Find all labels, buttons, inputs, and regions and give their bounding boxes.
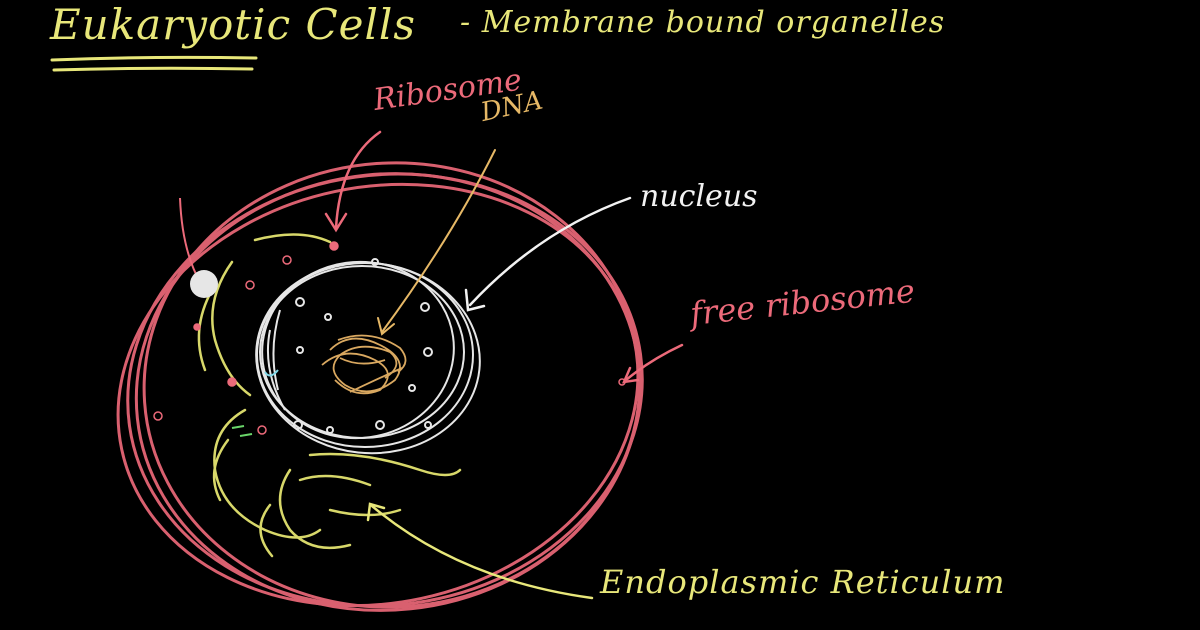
title-main: Eukaryotic Cells <box>50 0 416 49</box>
title-subtitle: - Membrane bound organelles <box>460 8 945 38</box>
title-dash: - <box>460 5 472 40</box>
ribosome-arrow <box>324 130 382 233</box>
er-arrow <box>366 502 594 600</box>
er-detail-marks <box>231 369 279 437</box>
dna-scribble <box>321 334 407 395</box>
label-nucleus: nucleus <box>640 179 758 214</box>
free-ribosome-arrow <box>621 343 684 384</box>
title-subtitle-text: Membrane bound organelles <box>481 5 946 40</box>
label-endoplasmic-reticulum: Endoplasmic Reticulum <box>600 563 1006 601</box>
cell-membrane <box>116 161 644 612</box>
cursor-dot <box>190 270 218 298</box>
bound-ribosomes <box>153 241 626 435</box>
dna-arrow <box>377 149 496 336</box>
title-underline <box>50 55 258 72</box>
nuclear-pores <box>293 258 433 434</box>
nucleus-arrow <box>464 196 632 312</box>
